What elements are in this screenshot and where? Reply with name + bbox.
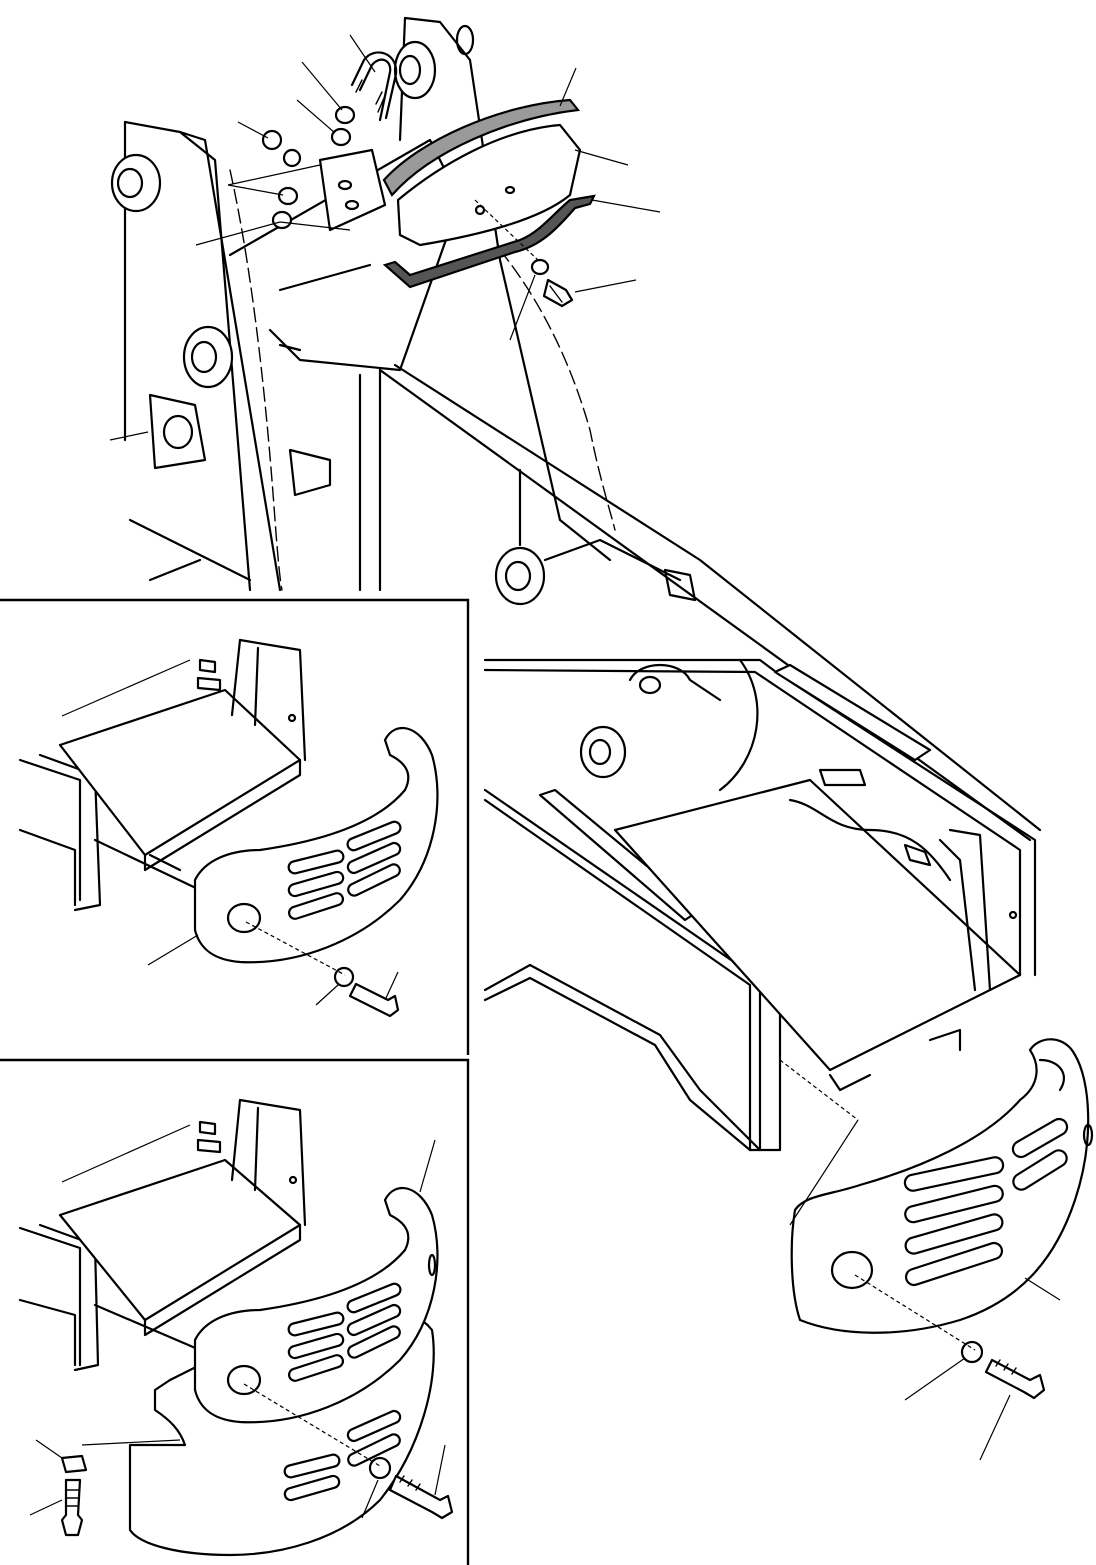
cover-plate [396,123,582,247]
inset-single-weight-slots [287,820,402,920]
counterweight-main-bolt [960,1340,1046,1400]
callout-leaders-main [779,1059,1061,1461]
nut-washer-set [261,105,356,230]
u-bolt [350,51,398,122]
inset-lower-weight-slots [283,1409,402,1502]
counterweight-main-slots [903,1117,1069,1287]
rubber-strip-bottom [382,194,596,289]
loader-frame [110,16,1042,842]
callout-leaders-top [109,34,661,441]
bracket-plate [318,148,387,232]
rear-chassis [483,658,1037,1152]
rubber-strip-top [382,98,581,197]
inset-double-weight [0,1058,470,1565]
inset-upper-weight-slots [287,1282,402,1382]
cover-bolt [530,258,574,308]
inset-single-weight [0,598,470,1055]
